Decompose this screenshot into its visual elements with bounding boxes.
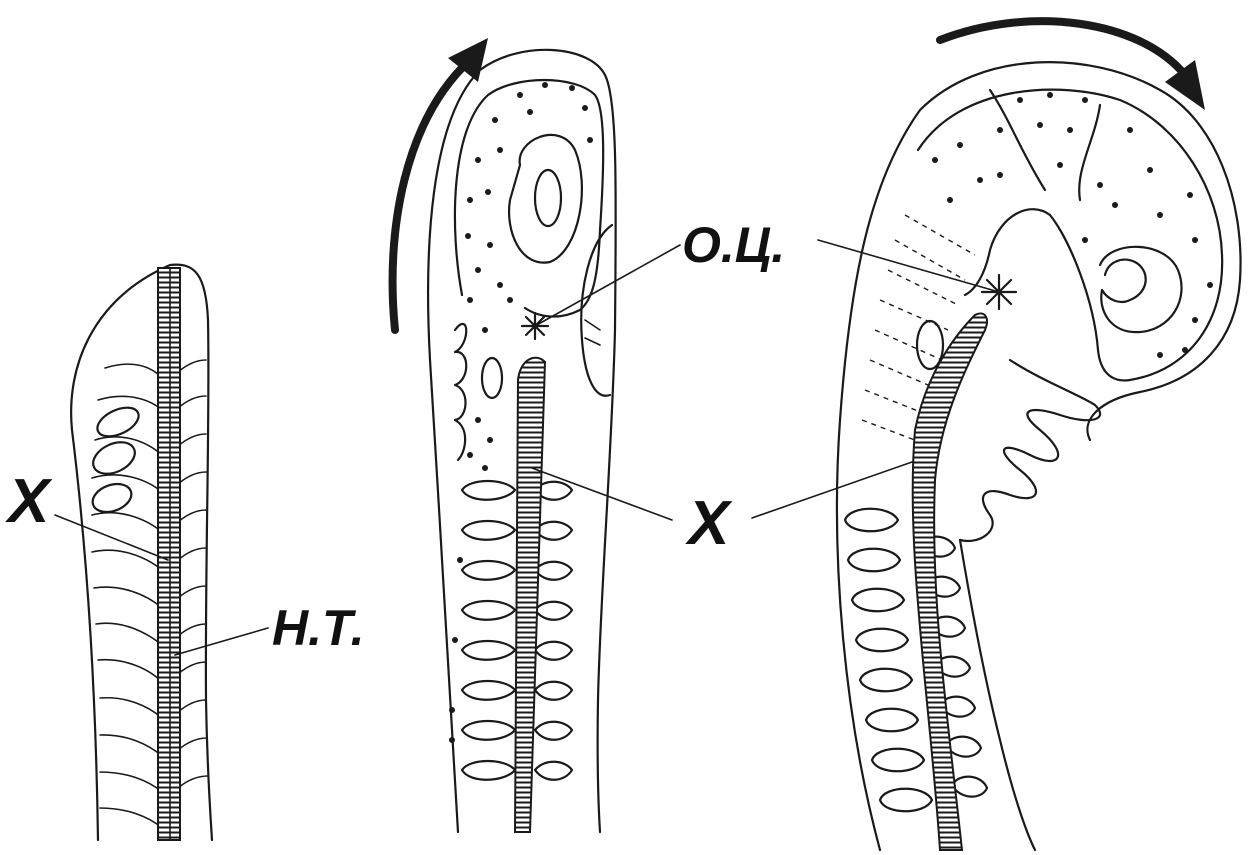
label-notochord-1: X xyxy=(5,467,53,536)
oc-leader-3 xyxy=(818,240,999,292)
notochord-leader-2 xyxy=(532,468,672,520)
panel-middle-stage xyxy=(393,38,680,832)
flexion-arrow-right xyxy=(940,21,1185,75)
otic-vesicle-2 xyxy=(482,358,502,398)
brain-division-2 xyxy=(1079,105,1100,200)
ventral-outline-3 xyxy=(960,540,1035,850)
pharyngeal-arches-2 xyxy=(455,324,466,460)
label-notochord-2: X xyxy=(685,489,733,558)
pharyngeal-arches-3 xyxy=(960,360,1100,541)
notochord-leader-1 xyxy=(55,515,168,560)
notochord-2 xyxy=(515,358,545,832)
notochord-1 xyxy=(158,268,180,840)
pouch-3 xyxy=(89,479,135,517)
panel-late-stage xyxy=(752,21,1241,850)
panel-early-stage xyxy=(55,265,268,840)
notochord-3 xyxy=(913,313,987,850)
neural-tube-leader xyxy=(175,628,268,655)
somite-lines-left xyxy=(92,364,162,828)
heart-bulge-2 xyxy=(581,225,612,396)
optic-ring-outer-2 xyxy=(509,135,582,263)
notochord-leader-3 xyxy=(752,462,912,518)
heart-marks-2 xyxy=(585,320,600,345)
somite-lines-right xyxy=(178,360,208,788)
optic-ring-inner-2 xyxy=(535,170,561,226)
pouch-2 xyxy=(88,436,140,480)
label-organizing-center: О.Ц. xyxy=(682,217,785,273)
optic-cup-3 xyxy=(1100,247,1182,332)
flexion-arrow-right-head xyxy=(1165,60,1205,110)
dashed-lines-3 xyxy=(862,215,975,442)
label-neural-tube: Н.Т. xyxy=(272,600,365,656)
